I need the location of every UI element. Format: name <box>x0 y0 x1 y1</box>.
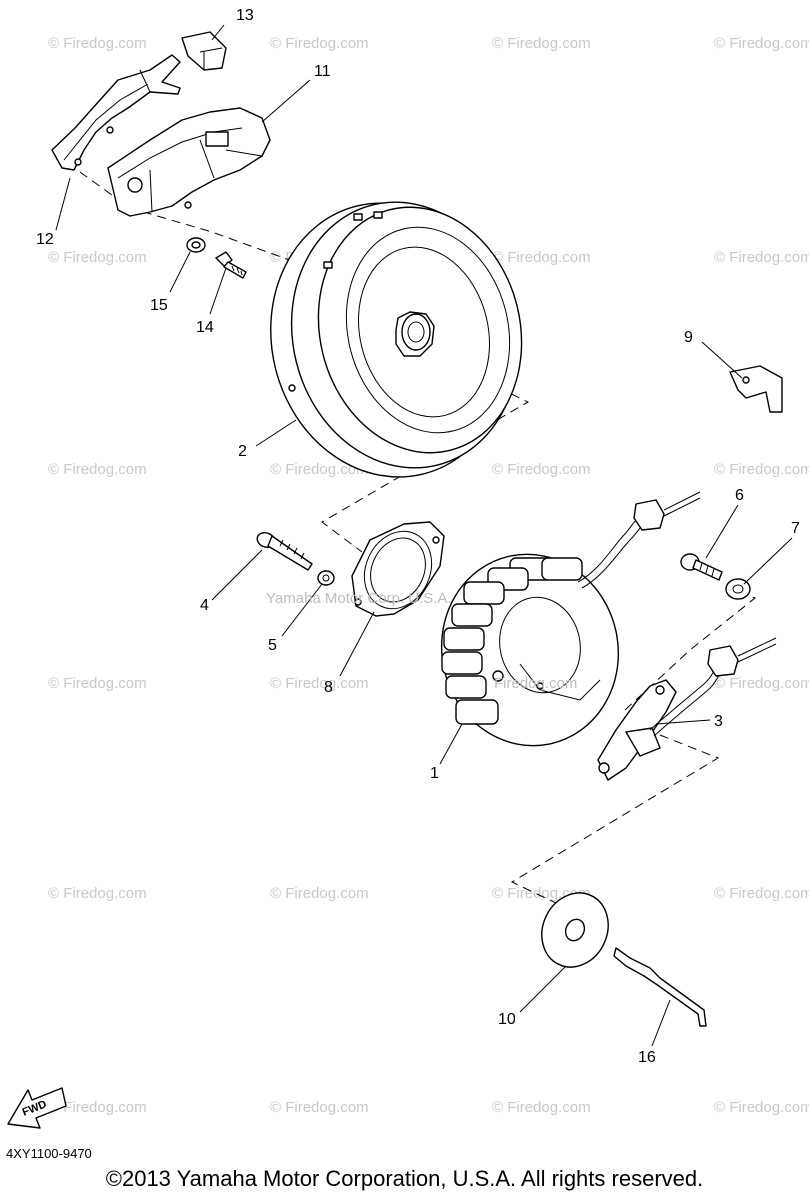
watermark: © Firedog.com <box>48 461 147 478</box>
part-14-screw <box>215 251 247 279</box>
part-11-cover <box>107 107 271 217</box>
callout-6: 6 <box>735 487 744 504</box>
callout-7: 7 <box>791 520 800 537</box>
part-13-cap <box>181 31 227 71</box>
watermark: © Firedog.com <box>492 249 591 266</box>
fwd-arrow-icon: FWD <box>7 1087 67 1129</box>
callout-12: 12 <box>36 231 54 248</box>
watermark: © Firedog.com <box>270 35 369 52</box>
watermark: © Firedog.com <box>270 461 369 478</box>
callout-16: 16 <box>638 1049 656 1066</box>
callouts: 13 11 12 15 14 2 9 6 7 4 5 8 3 1 10 16 <box>36 7 800 1066</box>
watermark: © Firedog.com <box>270 1099 369 1116</box>
callout-8: 8 <box>324 679 333 696</box>
callout-5: 5 <box>268 637 277 654</box>
center-watermark: Yamaha Motor Corp. U.S.A. <box>266 590 452 607</box>
watermark: © Firedog.com <box>270 675 369 692</box>
watermark: © Firedog.com <box>492 1099 591 1116</box>
callout-1: 1 <box>430 765 439 782</box>
watermark: © Firedog.com <box>48 35 147 52</box>
watermark: © Firedog.com <box>270 885 369 902</box>
watermark: © Firedog.com <box>492 461 591 478</box>
watermark: © Firedog.com <box>48 675 147 692</box>
part-8-plate <box>351 521 445 617</box>
part-12-bracket <box>51 54 181 171</box>
callout-13: 13 <box>236 7 254 24</box>
callout-4: 4 <box>200 597 209 614</box>
part-9-clamp <box>729 365 783 413</box>
part-10-washer <box>541 892 609 968</box>
watermark: © Firedog.com <box>48 885 147 902</box>
callout-14: 14 <box>196 319 214 336</box>
watermark-grid: © Firedog.com © Firedog.com © Firedog.co… <box>48 35 809 1116</box>
callout-3: 3 <box>714 713 723 730</box>
watermark: © Firedog.com <box>714 461 809 478</box>
watermark: © Firedog.com <box>714 1099 809 1116</box>
part-3-pickup-coil <box>597 637 777 781</box>
watermark: © Firedog.com <box>714 885 809 902</box>
assembly-line-cover <box>79 171 296 263</box>
overlay-watermark: Firedog.com <box>494 675 577 692</box>
part-6-bolt <box>680 553 723 581</box>
callout-9: 9 <box>684 329 693 346</box>
assembly-line-washer <box>510 734 720 906</box>
part-15-washer <box>186 237 206 253</box>
callout-11: 11 <box>314 63 331 80</box>
leader-lines <box>55 24 793 1047</box>
watermark: © Firedog.com <box>714 249 809 266</box>
watermark: © Firedog.com <box>492 35 591 52</box>
watermark: © Firedog.com <box>714 675 809 692</box>
part-5-washer <box>317 570 335 586</box>
diagram-code: 4XY1100-9470 <box>6 1146 92 1161</box>
part-16-wire <box>613 947 707 1027</box>
callout-2: 2 <box>238 443 247 460</box>
callout-10: 10 <box>498 1011 516 1028</box>
callout-15: 15 <box>150 297 168 314</box>
part-4-bolt <box>256 532 313 571</box>
watermark: © Firedog.com <box>714 35 809 52</box>
watermark: © Firedog.com <box>48 249 147 266</box>
part-1-stator <box>440 491 701 747</box>
part-2-rotor <box>270 201 523 478</box>
watermark: © Firedog.com <box>48 1099 147 1116</box>
copyright-notice: ©2013 Yamaha Motor Corporation, U.S.A. A… <box>105 1166 704 1191</box>
